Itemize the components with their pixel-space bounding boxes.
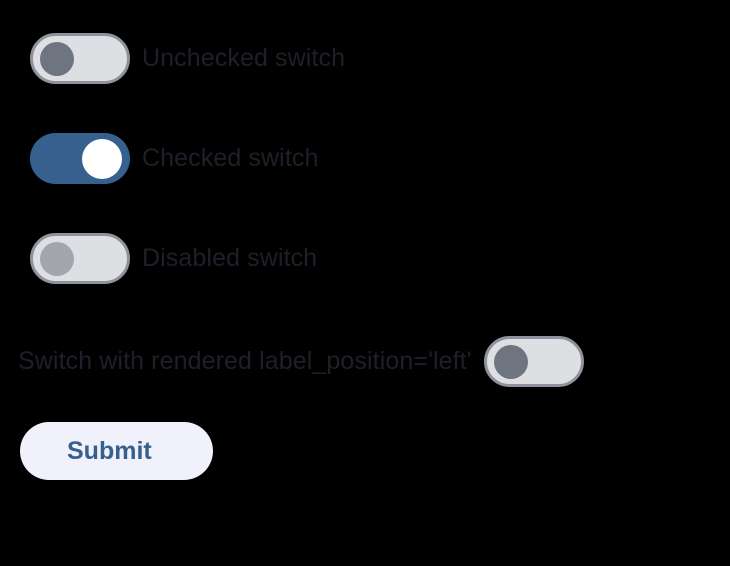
switch-knob-icon [40,41,74,76]
switch-row-left-label: Switch with rendered label_position='lef… [18,336,712,387]
switch-label-unchecked: Unchecked switch [142,44,346,72]
switch-knob-icon [493,344,528,379]
submit-button[interactable]: Submit [20,422,213,480]
switch-row-unchecked: Unchecked switch [30,33,345,84]
toggle-switch-left-label[interactable] [483,336,584,387]
switch-knob-icon [82,138,122,179]
switch-label-left-position: Switch with rendered label_position='lef… [18,347,472,375]
switch-label-disabled: Disabled switch [142,244,318,272]
toggle-switch-checked[interactable] [30,133,130,184]
switch-row-checked: Checked switch [30,133,318,184]
switch-label-checked: Checked switch [142,144,319,172]
toggle-switch-disabled [30,233,130,284]
switch-knob-icon [40,241,74,276]
switch-row-disabled: Disabled switch [30,233,317,284]
toggle-switch-unchecked[interactable] [30,33,130,84]
